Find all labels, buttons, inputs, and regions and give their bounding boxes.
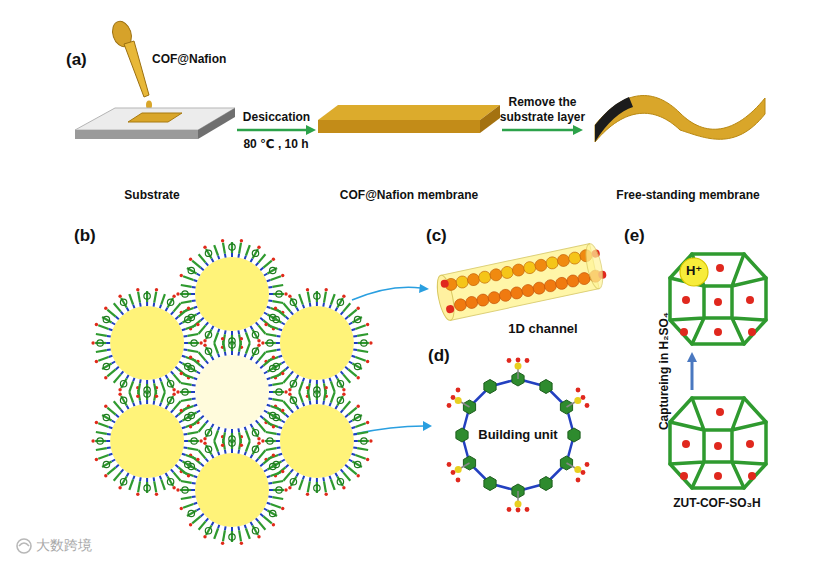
illustrated-node: COF@Nafion membrane	[318, 100, 500, 206]
node-shape	[662, 248, 772, 348]
panel-label: (a)	[66, 50, 87, 70]
panel-label: (b)	[74, 226, 96, 246]
node-label: H⁺	[686, 263, 702, 279]
panel-label: COF@Nafion	[152, 52, 226, 66]
node-label: ZUT-COF-SO₃H	[673, 496, 761, 510]
node-label: 1D channel	[508, 321, 577, 337]
connector-line	[237, 129, 307, 132]
panel-label: 80 ℃ , 10 h	[243, 137, 308, 151]
node-shape	[70, 100, 235, 145]
illustrated-node: 1D channel	[435, 248, 610, 343]
dropper-icon	[109, 19, 152, 110]
node-label: Substrate	[124, 188, 179, 202]
edge-label: Remove the substrate layer	[493, 95, 593, 124]
node-shape	[318, 100, 500, 140]
connector-line	[691, 361, 694, 390]
illustrated-node: ZUT-COF-SO₃H	[662, 392, 772, 514]
illustrated-node: Building unit	[440, 357, 596, 513]
node-label: Building unit	[478, 427, 557, 443]
connector-line	[502, 129, 574, 132]
watermark-logo	[17, 539, 31, 553]
node-label: Free-standing membrane	[616, 188, 759, 202]
edge-label: Captureing in H₂SO₄	[657, 312, 671, 430]
connector-arrow	[237, 125, 316, 135]
node-shape	[662, 392, 772, 492]
panel-label: (e)	[624, 226, 645, 246]
panel-label: (d)	[428, 346, 450, 366]
edge-label: Desiccation	[227, 110, 327, 124]
panel-label: (c)	[426, 226, 447, 246]
arrowhead	[573, 125, 583, 135]
illustrated-node: H⁺	[662, 248, 772, 350]
node-label: COF@Nafion membrane	[340, 188, 478, 202]
connector-arrow	[687, 352, 697, 390]
leader-arrow	[352, 287, 424, 434]
connector-arrow	[502, 125, 583, 135]
cof-structure	[91, 239, 372, 545]
illustrated-node: Substrate	[70, 100, 235, 206]
watermark: 大数跨境	[36, 537, 92, 554]
arrowhead	[306, 125, 316, 135]
node-shape	[585, 80, 770, 160]
arrowhead	[687, 352, 697, 362]
node-shape	[435, 248, 610, 318]
illustrated-node: Free-standing membrane	[585, 80, 770, 206]
